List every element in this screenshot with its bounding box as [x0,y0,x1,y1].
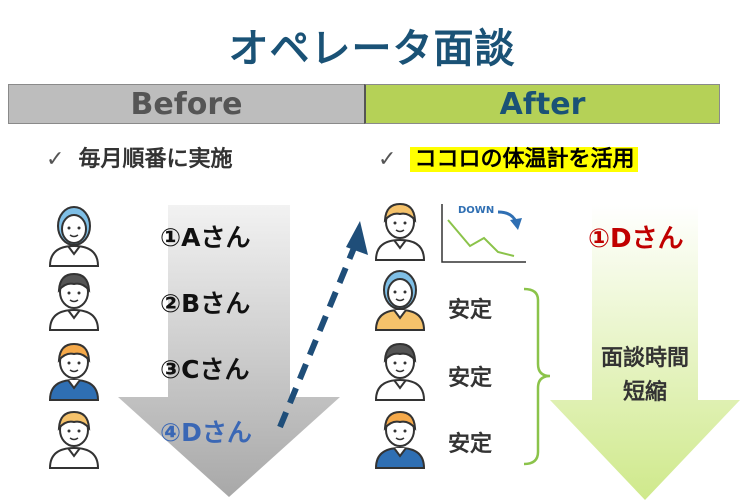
result-text: 面談時間 短縮 [570,342,720,410]
person-a-after-icon [374,270,426,331]
down-label: DOWN [458,205,495,216]
before-header: Before [8,84,364,124]
person-b-after-icon [374,342,426,401]
person-a-icon [48,206,100,267]
before-subtitle-row: ✓ 毎月順番に実施 [46,142,232,178]
page-title: オペレータ面談 [228,26,516,72]
stable-label-3: 安定 [448,432,493,457]
after-subtitle: ココロの体温計を活用 [410,147,639,172]
check-icon: ✓ [46,147,65,172]
person-c-after-icon [374,410,426,469]
down-trend-chart-icon [441,204,526,263]
brace-icon [523,287,551,466]
before-item-a: ①Aさん [160,223,251,252]
stable-label-1: 安定 [448,298,493,323]
before-item-c: ③Cさん [160,355,250,384]
person-d-icon [48,410,100,469]
person-c-icon [48,342,100,401]
after-header: After [364,84,720,124]
before-subtitle: 毎月順番に実施 [78,147,233,172]
check-icon: ✓ [378,147,397,172]
green-down-arrow [550,205,740,500]
priority-item: ①Dさん [588,224,684,254]
result-line-1: 面談時間 [600,346,689,371]
before-item-b: ②Bさん [160,289,251,318]
person-d-after-icon [374,202,426,261]
result-line-2: 短縮 [622,380,667,405]
before-item-d: ④Dさん [160,418,252,447]
dashed-arrow [277,221,368,429]
gray-down-arrow [118,205,340,497]
person-b-icon [48,272,100,331]
after-subtitle-row: ✓ ココロの体温計を活用 [378,142,639,178]
stable-label-2: 安定 [448,366,493,391]
